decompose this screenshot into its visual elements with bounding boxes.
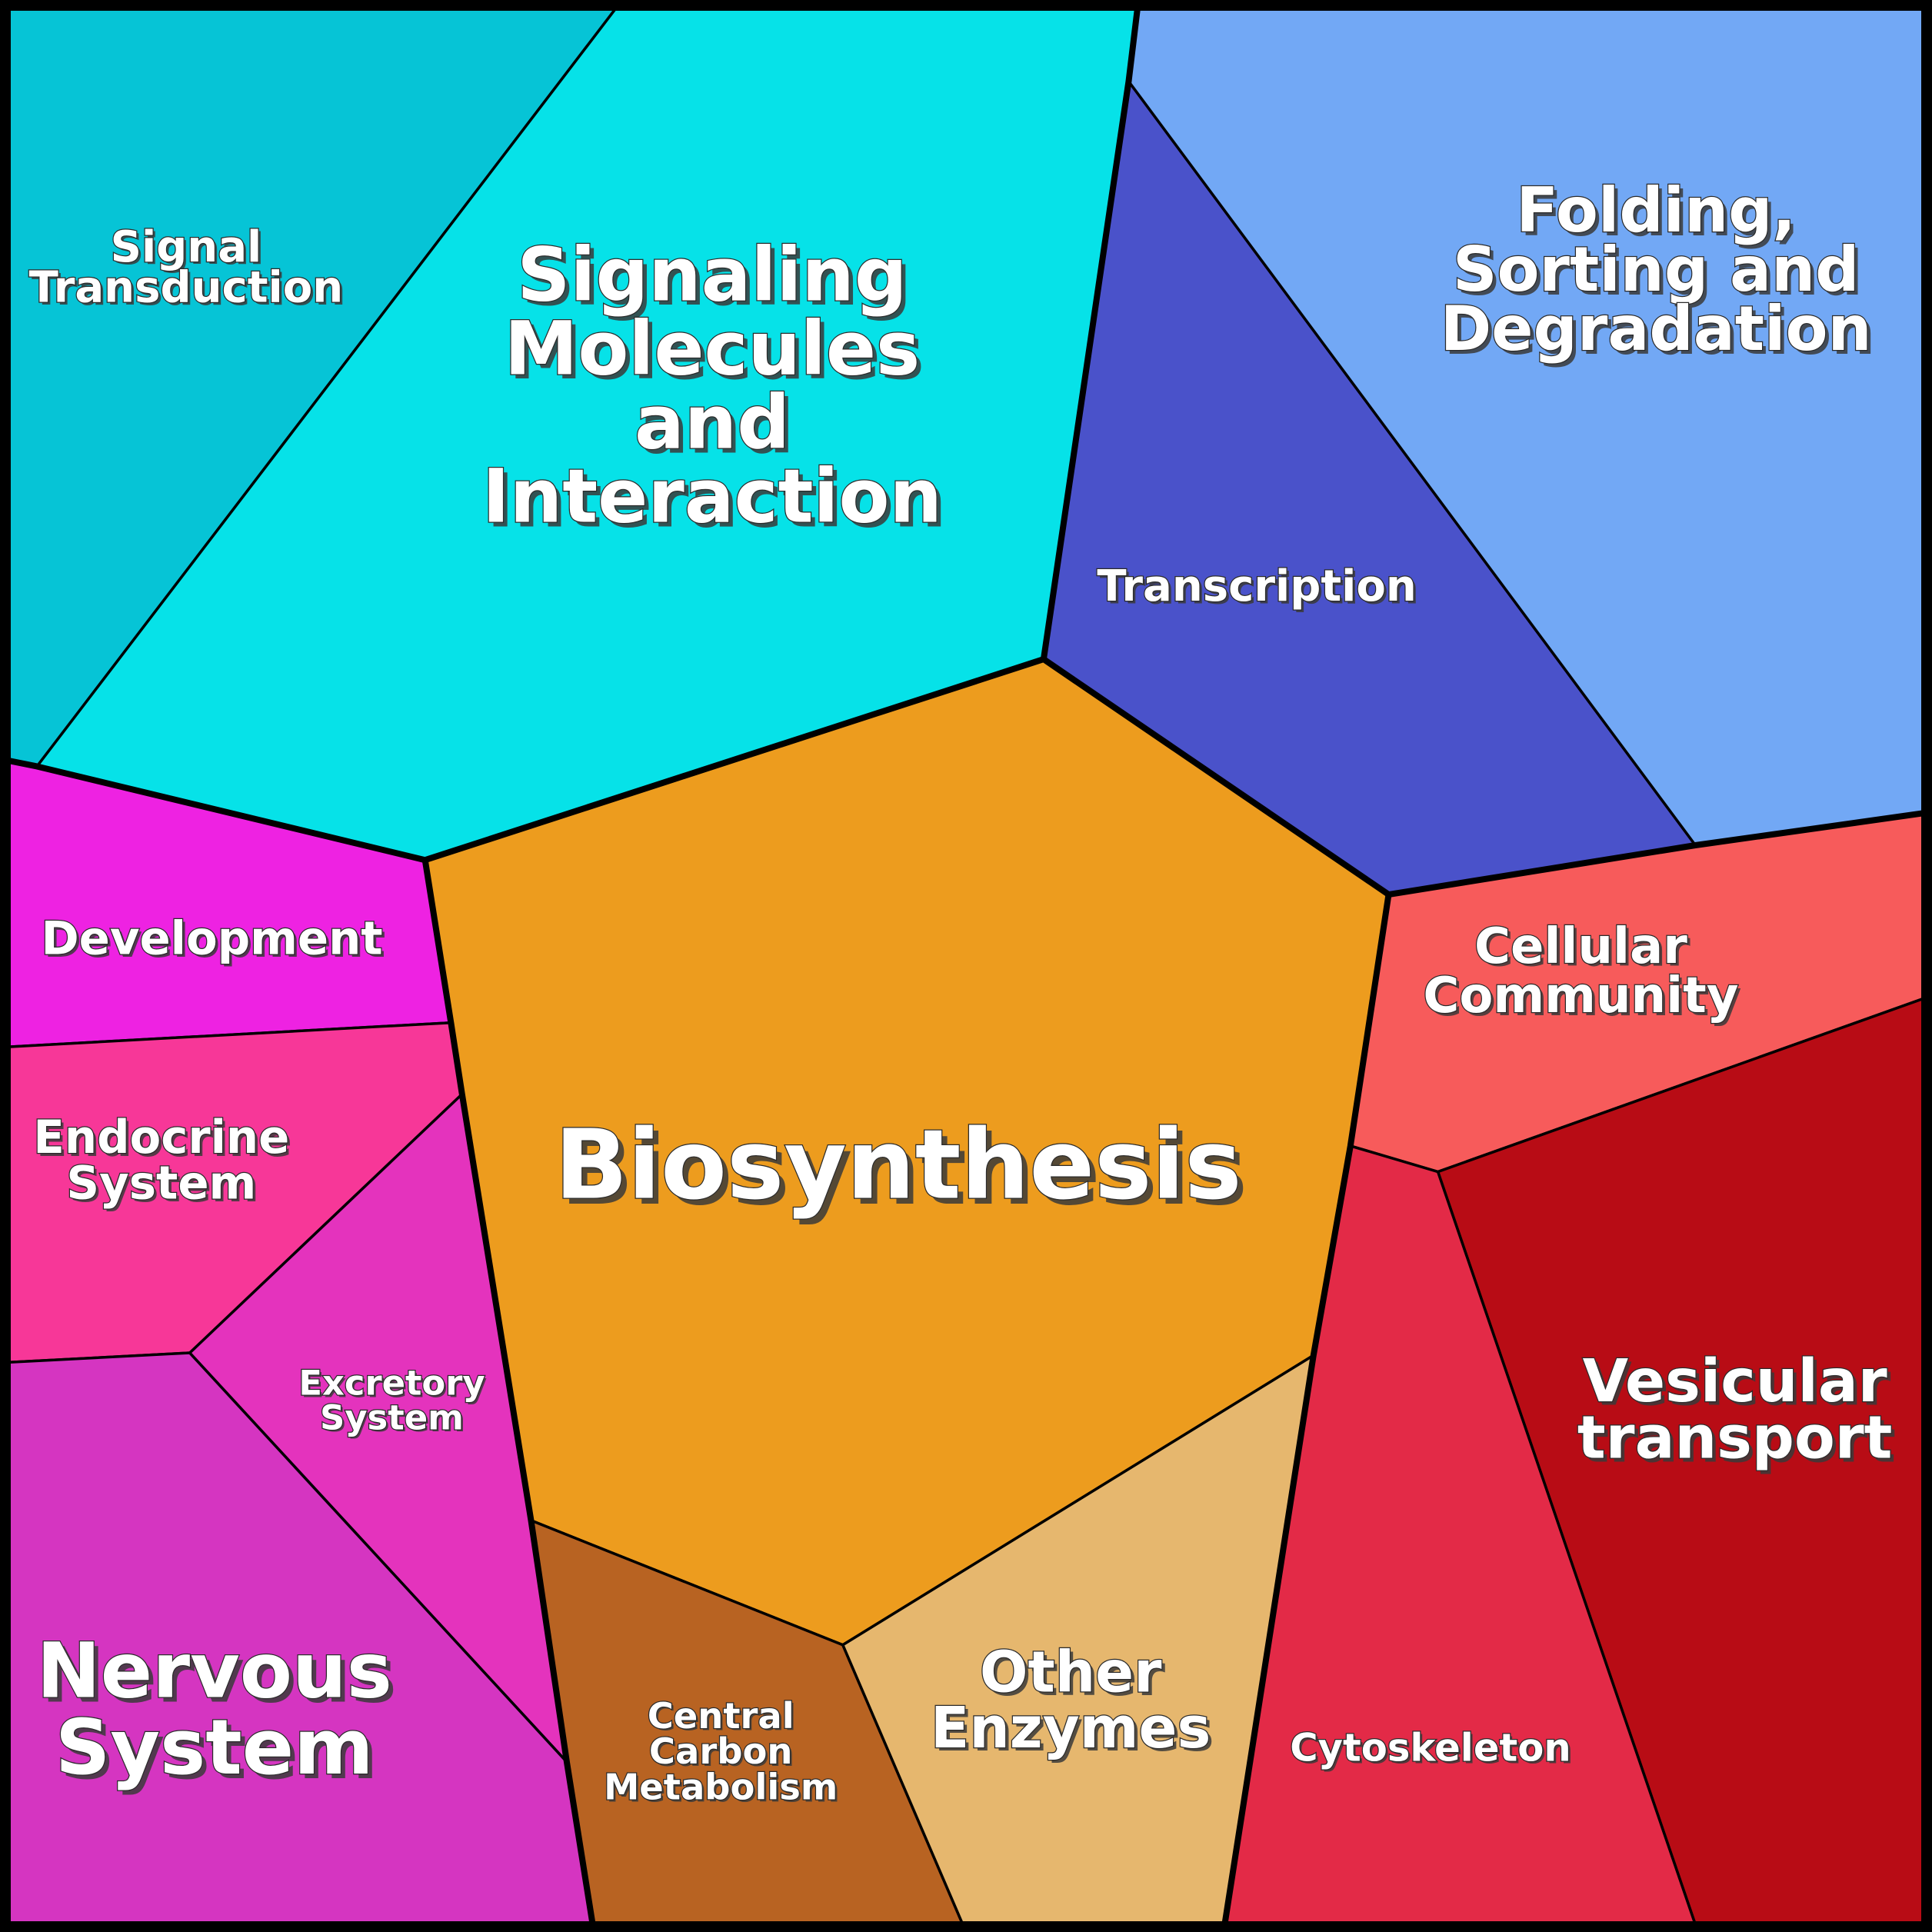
cell-other-enzymes [841,1354,1315,1932]
label-shadow-cytoskeleton: Cytoskeleton [1292,1728,1574,1773]
label-line: Carbon [649,1730,793,1772]
group-border-3 [421,857,598,1932]
label-line: Vesicular [1583,1347,1887,1416]
label-line: Endocrine [33,1111,289,1164]
label-line: and [635,380,790,466]
group-border-2 [1220,891,1392,1932]
label-line: Central [648,1695,794,1737]
label-shadow-transcription: Transcription [1100,565,1420,615]
label-line: Degradation [1441,293,1872,365]
label-shadow-biosynthesis: Biosynthesis [561,1115,1248,1227]
label-shadow-development: Development [44,914,385,968]
group-border-0 [421,0,1142,864]
label-line: Signaling [517,232,907,318]
label-line: Enzymes [931,1696,1211,1761]
label-line: Excretory [298,1363,485,1404]
group-border-1 [1040,656,1932,898]
label-line: Signal [111,222,262,272]
label-line: Interaction [482,454,942,540]
label-line: Folding, [1516,175,1796,246]
label-development: Development [41,911,382,964]
label-line: System [320,1397,464,1437]
label-biosynthesis: Biosynthesis [555,1109,1242,1221]
label-cytoskeleton: Cytoskeleton [1290,1726,1571,1770]
label-line: transport [1577,1404,1893,1473]
label-line: Biosynthesis [555,1109,1242,1221]
group-border-4 [0,755,428,864]
label-line: System [66,1156,256,1209]
label-line: Nervous [37,1627,392,1716]
label-line: Transcription [1097,561,1417,611]
label-line: Development [41,911,382,964]
label-line: Transduction [29,263,344,313]
label-line: Sorting and [1453,234,1860,305]
label-transcription: Transcription [1097,561,1417,611]
label-line: Metabolism [604,1767,838,1808]
label-line: Other [980,1641,1162,1706]
label-line: Community [1423,968,1738,1024]
label-line: Cytoskeleton [1290,1726,1571,1770]
label-line: Molecules [505,305,921,391]
label-line: System [55,1704,374,1792]
label-line: Cellular [1474,918,1687,975]
